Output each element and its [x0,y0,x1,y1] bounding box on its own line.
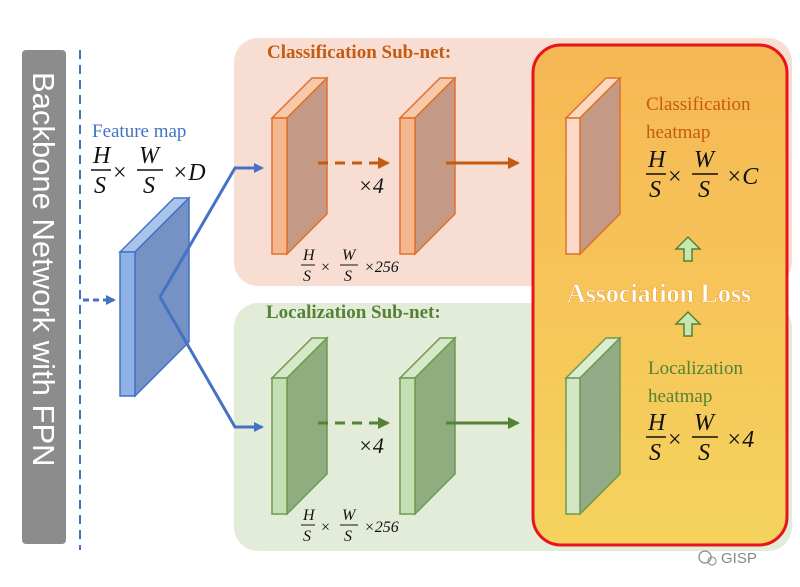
feature-dim-times1: × [113,160,127,186]
cls-dim-s1: S [303,268,311,285]
classification-heatmap-slab [564,76,622,256]
localization-repeat: ×4 [358,433,384,458]
feature-dim-times2: ×D [172,160,206,186]
cls-dim-h: H [302,247,316,264]
cls-hm-dim-times1: × [668,164,682,190]
cls-dim-times2: ×256 [364,259,399,276]
watermark-text: GISP [721,550,757,567]
localization-heatmap-slab [564,336,622,516]
loc-hm-dim-times2: ×4 [726,427,754,453]
feature-dim-h: H [92,143,112,169]
cls-hm-dim-s1: S [649,177,661,203]
backbone-label: Backbone Network with FPN [26,72,61,467]
loc-dim-times1: × [321,519,330,536]
feature-to-localization-arrow [158,296,264,432]
localization-heatmap-label-1: Localization [648,358,743,379]
classification-title: Classification Sub-net: [267,42,451,63]
localization-dims: H S × W S ×256 [301,507,399,545]
classification-heatmap-label-1: Classification [646,94,751,115]
cls-dim-w: W [342,247,357,264]
association-up-arrow-top [674,235,702,262]
cls-hm-dim-h: H [647,147,667,173]
backbone-bar [22,50,66,544]
feature-to-classification-arrow [158,163,264,298]
classification-heatmap-label-2: heatmap [646,122,710,143]
localization-heatmap-dims: H S × W S ×4 [646,410,754,466]
loc-hm-dim-s1: S [649,440,661,466]
feature-dim-s1: S [94,173,106,199]
loc-dim-w: W [342,507,357,524]
localization-slab-2 [398,336,457,516]
association-up-arrow-bottom [674,310,702,337]
feature-map-dims: H S × W S ×D [91,143,206,199]
loc-hm-dim-s2: S [698,440,710,466]
loc-dim-s2: S [344,528,352,545]
loc-dim-h: H [302,507,316,524]
feature-map-label: Feature map [92,121,186,142]
feature-map-slab [118,196,191,398]
classification-slab-1 [270,76,329,256]
loc-hm-dim-w: W [694,410,716,436]
loc-hm-dim-h: H [647,410,667,436]
localization-slab-1 [270,336,329,516]
cls-hm-dim-times2: ×C [726,164,759,190]
loc-hm-dim-times1: × [668,427,682,453]
feature-dim-s2: S [143,173,155,199]
association-loss-label: Association Loss [567,279,751,308]
classification-heatmap-dims: H S × W S ×C [646,147,759,203]
cls-hm-dim-w: W [694,147,716,173]
localization-title: Localization Sub-net: [266,302,441,323]
feature-dim-w: W [139,143,161,169]
cls-hm-dim-s2: S [698,177,710,203]
classification-dims: H S × W S ×256 [301,247,399,285]
watermark-icon [698,550,712,564]
localization-heatmap-label-2: heatmap [648,386,712,407]
loc-dim-s1: S [303,528,311,545]
watermark: GISP [698,550,757,567]
classification-repeat: ×4 [358,173,384,198]
cls-dim-s2: S [344,268,352,285]
cls-dim-times1: × [321,259,330,276]
loc-dim-times2: ×256 [364,519,399,536]
classification-slab-2 [398,76,457,256]
